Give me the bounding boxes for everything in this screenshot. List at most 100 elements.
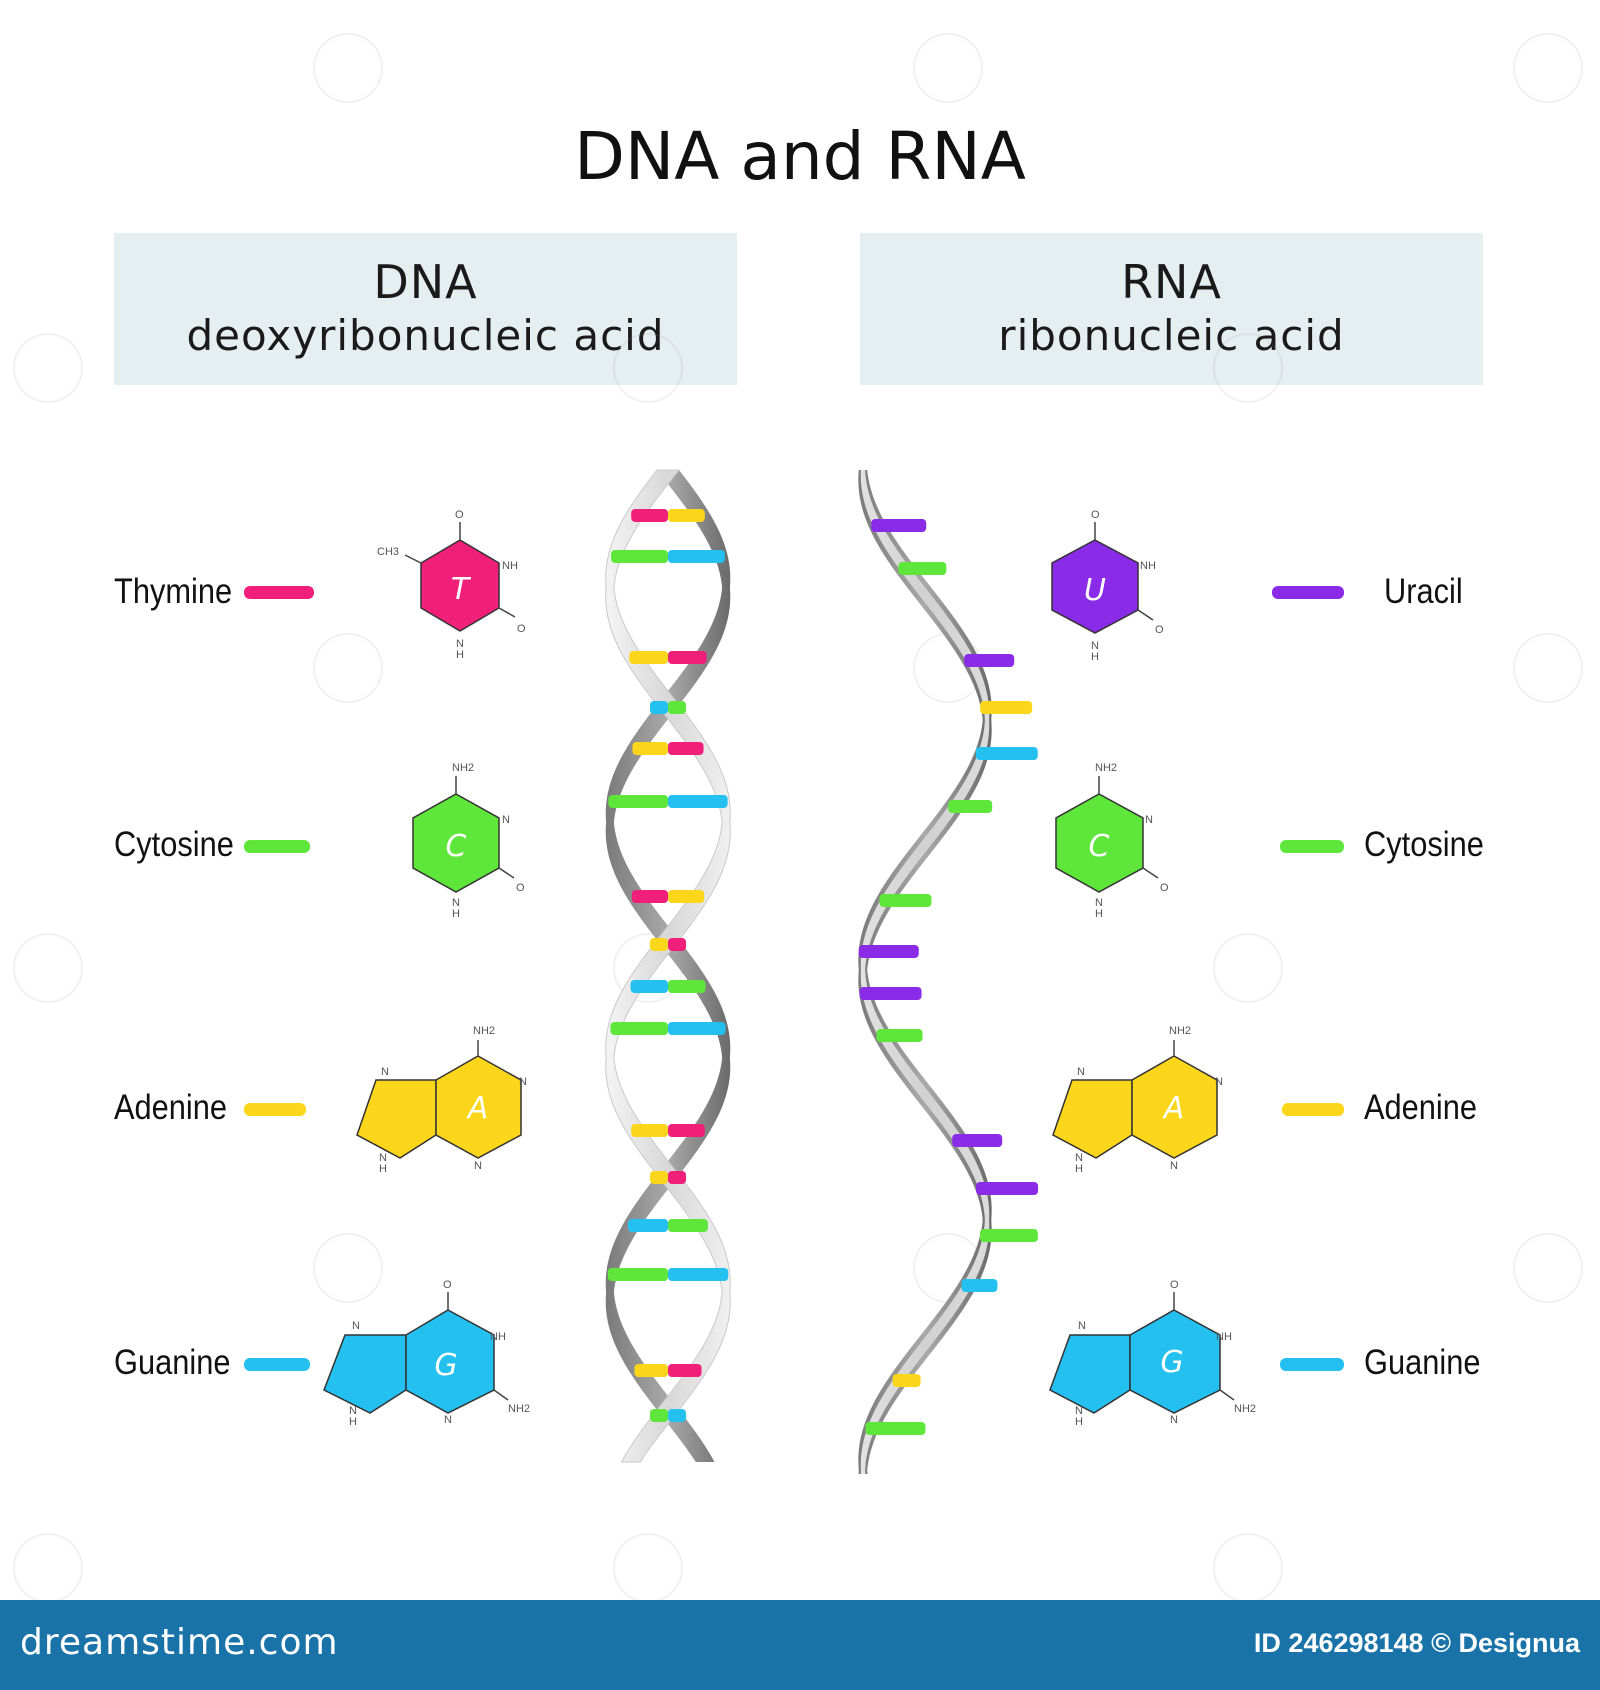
dna-rung-right	[668, 651, 707, 664]
rna-base-bar	[879, 894, 932, 907]
atom-n: N	[519, 1076, 527, 1088]
rna-base-bar	[961, 1279, 998, 1292]
rna-label-adenine: Adenine	[1364, 1088, 1478, 1127]
dna-strand-dark	[605, 470, 731, 1462]
atom-n: N	[381, 1066, 389, 1078]
atom-o: O	[455, 509, 464, 521]
rna-label-guanine: Guanine	[1364, 1343, 1481, 1382]
dna-rung-right	[668, 701, 686, 714]
dna-label-adenine: Adenine	[114, 1088, 228, 1127]
atom-n: N	[474, 1160, 482, 1172]
dna-abbr: DNA	[373, 255, 478, 309]
atom-nh2: NH2	[1095, 762, 1117, 774]
dna-rung-right	[668, 795, 728, 808]
thymine-molecule: T O CH3 NH O N H	[377, 509, 526, 661]
dna-rung-right	[668, 1364, 702, 1377]
rna-bases	[858, 519, 1039, 1435]
dna-rung-right	[668, 1268, 729, 1281]
dna-rung-left	[631, 509, 668, 522]
atom-n: N	[1075, 1152, 1083, 1164]
atom-o: O	[1091, 509, 1100, 521]
atom-n: N	[1215, 1076, 1223, 1088]
atom-h: H	[349, 1416, 357, 1428]
rna-label-cytosine: Cytosine	[1364, 825, 1484, 864]
rna-cytosine-molecule: C NH2 N O N H	[1055, 762, 1169, 920]
rna-full-name: ribonucleic acid	[998, 311, 1345, 360]
atom-nh2: NH2	[1234, 1403, 1256, 1415]
dna-rung-right	[668, 938, 686, 951]
dna-rung-left	[608, 795, 668, 808]
atom-h: H	[456, 649, 464, 661]
rna-base-bar	[979, 1229, 1038, 1242]
atom-h: H	[379, 1163, 387, 1175]
dna-rung-left	[650, 1409, 668, 1422]
thymine-bar	[244, 586, 314, 599]
adenine-letter: A	[466, 1091, 489, 1126]
footer-brand: dreamstime.com	[20, 1622, 339, 1663]
dna-rung-left	[631, 1124, 668, 1137]
rna-base-bar	[892, 1374, 921, 1387]
rna-base-bar	[948, 800, 993, 813]
rna-adenine-letter: A	[1162, 1091, 1185, 1126]
dna-rung-right	[668, 509, 705, 522]
atom-o: O	[1170, 1279, 1179, 1291]
rna-base-bar	[871, 519, 927, 532]
dna-base-pairs	[607, 509, 729, 1422]
rna-adenine-bar	[1282, 1103, 1344, 1116]
thymine-letter: T	[451, 572, 472, 607]
dna-rung-left	[628, 1219, 668, 1232]
rna-base-bar	[952, 1134, 1003, 1147]
atom-h: H	[452, 908, 460, 920]
rna-label-uracil: Uracil	[1384, 572, 1463, 611]
dna-rung-right	[668, 1022, 726, 1035]
atom-ch3: CH3	[377, 546, 399, 558]
dna-label-guanine: Guanine	[114, 1343, 231, 1382]
watermark-layer	[13, 33, 1583, 1600]
rna-base-bar	[865, 1422, 926, 1435]
dna-rung-left	[630, 980, 668, 993]
rna-cytosine-letter: C	[1089, 829, 1110, 864]
atom-o: O	[443, 1279, 452, 1291]
rna-strand	[858, 470, 992, 1474]
rna-base-bar	[859, 987, 922, 1000]
dna-rung-left	[650, 938, 668, 951]
atom-nh: NH	[490, 1331, 506, 1343]
atom-n: N	[1170, 1160, 1178, 1172]
guanine-bar	[244, 1358, 310, 1371]
uracil-bar	[1272, 586, 1344, 599]
rna-single-strand	[858, 470, 1039, 1474]
atom-o: O	[516, 882, 525, 894]
rna-base-bar	[975, 747, 1038, 760]
rna-base-bar	[980, 701, 1033, 714]
atom-nh2: NH2	[508, 1403, 530, 1415]
dna-rung-left	[610, 1022, 668, 1035]
dna-strand-light	[605, 469, 731, 1463]
dna-rung-left	[632, 742, 668, 755]
atom-nh2: NH2	[473, 1025, 495, 1037]
rna-backbone	[858, 470, 992, 1474]
atom-n: N	[1095, 897, 1103, 909]
dna-label-thymine: Thymine	[114, 572, 233, 611]
rna-guanine-molecule: G O NH NH2 N N N H	[1049, 1279, 1256, 1428]
rna-guanine-bar	[1280, 1358, 1344, 1371]
atom-nh2: NH2	[452, 762, 474, 774]
atom-n: N	[444, 1414, 452, 1426]
atom-o: O	[1160, 882, 1169, 894]
atom-n: N	[452, 897, 460, 909]
footer-credit: ID 246298148 © Designua	[1253, 1628, 1580, 1658]
cytosine-molecule: C NH2 N O N H	[412, 762, 525, 920]
dna-rung-right	[668, 742, 704, 755]
rna-guanine-letter: G	[1160, 1345, 1183, 1380]
rna-base-bar	[876, 1029, 923, 1042]
atom-h: H	[1095, 908, 1103, 920]
atom-nh: NH	[502, 560, 518, 572]
adenine-bar	[244, 1103, 306, 1116]
atom-n: N	[1091, 640, 1099, 652]
dna-rung-left	[650, 701, 668, 714]
footer-bar: dreamstime.com ID 246298148 © Designua	[0, 1600, 1600, 1690]
guanine-molecule: G O NH NH2 N N N H	[323, 1279, 530, 1428]
adenine-molecule: A NH2 N N N N H	[356, 1025, 527, 1175]
atom-h: H	[1075, 1416, 1083, 1428]
dna-label-cytosine: Cytosine	[114, 825, 234, 864]
dna-rung-left	[634, 1364, 668, 1377]
